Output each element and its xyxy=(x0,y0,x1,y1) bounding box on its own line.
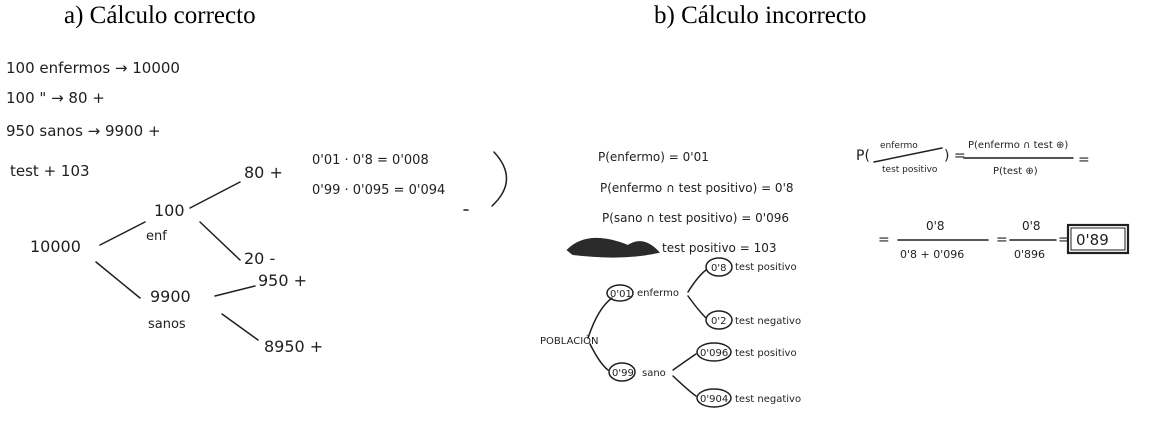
tree-healthy-pos-label: test positivo xyxy=(735,348,797,359)
product-sick: 0'01 · 0'8 = 0'008 xyxy=(312,153,429,168)
branch-healthy-neg xyxy=(221,313,259,341)
formula-lhs-top: enfermo xyxy=(880,141,918,151)
circle-healthy-pos-prob xyxy=(696,342,732,362)
formula-lhs-bottom: test positivo xyxy=(882,165,938,175)
result-box xyxy=(1066,223,1130,255)
tree-healthy-prob: 0'99 xyxy=(612,368,634,379)
formula-eq-5: = xyxy=(1058,232,1070,248)
branch-to-sick xyxy=(99,221,146,246)
tree-healthy-label: sano xyxy=(642,368,666,379)
tree-healthy-pos: 950 + xyxy=(258,271,307,290)
frac2-bottom: 0'896 xyxy=(1014,248,1045,261)
tree-root: POBLACIÓN xyxy=(540,334,599,347)
note-line-1: 100 enfermos → 10000 xyxy=(6,59,180,77)
incorrect-work-panel: P(enfermo) = 0'01 P(enfermo ∩ test posit… xyxy=(528,40,1159,425)
tree-sick-pos-prob: 0'8 xyxy=(711,263,726,274)
result-value: 0'89 xyxy=(1076,231,1109,249)
tree-healthy-neg-prob: 0'904 xyxy=(700,394,728,405)
branch-to-healthy xyxy=(95,261,141,299)
circle-sick-pos-prob xyxy=(705,257,733,277)
note-line-4: test + 103 xyxy=(10,162,90,180)
caption-incorrect: b) Cálculo incorrecto xyxy=(654,2,867,29)
tree-healthy-pos-prob: 0'096 xyxy=(700,348,728,359)
circle-healthy-prob xyxy=(608,362,636,382)
result-box-inner xyxy=(1070,227,1126,251)
incorrect-work-drawing: P(enfermo) = 0'01 P(enfermo ∩ test posit… xyxy=(540,140,1130,408)
line-p-sick: P(enfermo) = 0'01 xyxy=(598,150,709,164)
note-line-3: 950 sanos → 9900 + xyxy=(6,122,161,140)
frac2-top: 0'8 xyxy=(1022,219,1041,233)
correct-work-panel: 100 enfermos → 10000 100 " → 80 + 950 sa… xyxy=(0,40,520,425)
formula-eq-4: = xyxy=(996,232,1008,248)
tree-sick-neg-prob: 0'2 xyxy=(711,316,726,327)
line-p-sick-pos: P(enfermo ∩ test positivo) = 0'8 xyxy=(600,181,794,195)
caption-correct: a) Cálculo correcto xyxy=(64,2,256,29)
circle-healthy-neg-prob xyxy=(696,388,732,408)
branch-to-healthy xyxy=(589,343,609,371)
tree-sick-neg: 20 - xyxy=(244,249,275,268)
frac1-top: 0'8 xyxy=(926,219,945,233)
tree-sick-label: enfermo xyxy=(637,288,679,299)
scribbled-out-word xyxy=(566,237,660,258)
correct-work-drawing: 100 enfermos → 10000 100 " → 80 + 950 sa… xyxy=(6,59,508,356)
circle-sick-prob xyxy=(606,284,634,302)
formula-rhs-top: P(enfermo ∩ test ⊕) xyxy=(968,140,1068,151)
branch-sick-neg xyxy=(199,221,241,261)
tree-healthy-neg: 8950 + xyxy=(264,337,323,356)
formula-rhs-bottom: P(test ⊕) xyxy=(993,166,1038,177)
formula-p: P( xyxy=(856,148,870,164)
branch-sick-pos xyxy=(687,269,707,293)
tree-sick-neg-label: test negativo xyxy=(735,316,801,327)
branch-to-sick xyxy=(587,297,613,339)
tree-sick-label: enf xyxy=(146,229,167,244)
tree-sick-pos: 80 + xyxy=(244,163,283,182)
formula-eq-1: ) = xyxy=(944,148,966,164)
branch-healthy-pos xyxy=(672,353,697,371)
tree-sick-prob: 0'01 xyxy=(610,289,632,300)
sum-bracket xyxy=(491,151,508,207)
tree-sick-count: 100 xyxy=(154,201,185,220)
formula-lhs-slash xyxy=(873,147,943,163)
frac1-bottom: 0'8 + 0'096 xyxy=(900,248,964,261)
tree-root: 10000 xyxy=(30,237,81,256)
line-p-healthy-pos: P(sano ∩ test positivo) = 0'096 xyxy=(602,211,789,225)
tree-healthy-count: 9900 xyxy=(150,287,191,306)
tree-healthy-label: sanos xyxy=(148,317,186,332)
formula-eq-3: = xyxy=(878,232,890,248)
product-healthy: 0'99 · 0'095 = 0'094 xyxy=(312,183,445,198)
tree-healthy-neg-label: test negativo xyxy=(735,394,801,405)
note-line-2: 100 " → 80 + xyxy=(6,89,105,107)
branch-healthy-pos xyxy=(214,285,256,297)
circle-sick-neg-prob xyxy=(705,310,733,330)
formula-eq-2: = xyxy=(1078,152,1090,168)
branch-healthy-neg xyxy=(672,375,697,397)
tree-sick-pos-label: test positivo xyxy=(735,262,797,273)
branch-sick-pos xyxy=(189,181,241,209)
branch-sick-neg xyxy=(687,295,707,319)
line-test-positive: test positivo = 103 xyxy=(662,241,776,255)
